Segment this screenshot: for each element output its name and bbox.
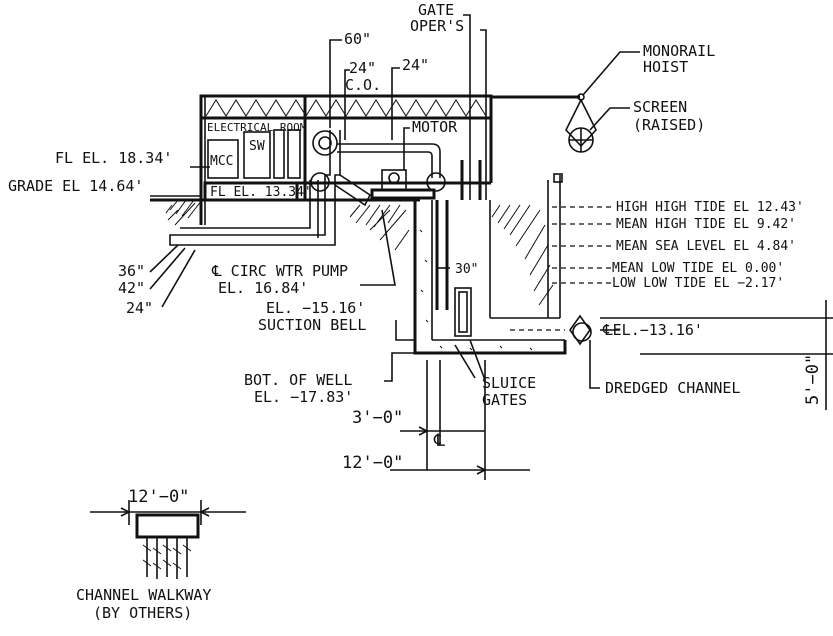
truss-web (205, 99, 487, 117)
label-fl-el-inner: FL EL. 13.34' (210, 185, 312, 200)
label-60: 60" (344, 30, 371, 48)
leader-60 (329, 39, 342, 128)
panel-a (273, 129, 285, 179)
label-electrical-room: ELECTRICAL ROOM (207, 121, 307, 134)
elbow-fitting (310, 172, 330, 192)
label-dim-5: 5'−0" (803, 354, 823, 405)
label-grade-el: GRADE EL 14.64' (8, 177, 143, 195)
screen-hoist (565, 93, 597, 346)
walkway-piles (146, 537, 188, 579)
label-dredged: DREDGED CHANNEL (605, 379, 740, 397)
leader-circ-pump (360, 209, 396, 286)
tide-label-msl: MEAN SEA LEVEL EL 4.84' (616, 239, 796, 254)
pump-motor-assembly (370, 160, 482, 200)
leader-screen (589, 107, 630, 131)
label-screen-1: SCREEN (633, 98, 687, 116)
pipe-section-60-inner (318, 136, 332, 150)
label-24-b: 24" (402, 56, 429, 74)
leader-monorail (582, 51, 640, 96)
label-circ-pump-2: EL. 16.84' (218, 279, 308, 297)
angled-pipe (334, 174, 372, 207)
leader-24-co (344, 69, 350, 140)
label-walkway-2: (BY OTHERS) (93, 604, 192, 622)
label-centerline: ℄ (433, 431, 445, 451)
label-co: C.O. (345, 76, 381, 94)
label-pipe-42: 42" (118, 279, 145, 297)
leader-suction (395, 320, 415, 341)
label-sluice-1: SLUICE (482, 374, 536, 392)
leader-24 (391, 67, 400, 140)
motor-shaft-cap (388, 172, 400, 184)
label-sluice-2: GATES (482, 391, 527, 409)
label-angle-30: 30" (455, 262, 478, 277)
label-monorail-2: HOIST (643, 58, 688, 76)
dimension-lines (149, 14, 833, 480)
pipe-section-60 (312, 130, 338, 156)
label-suction-2: SUCTION BELL (258, 316, 366, 334)
annotation-text: GATE OPER'S MONORAIL HOIST SCREEN (RAISE… (8, 1, 823, 622)
label-gate-oper-2: OPER'S (410, 17, 464, 35)
label-dim-3: 3'−0" (352, 408, 403, 428)
label-circ-pump-1: ℄ CIRC WTR PUMP (211, 262, 348, 280)
leader-sluice (454, 339, 486, 381)
label-pipe-24: 24" (126, 299, 153, 317)
pile-hatch (142, 544, 192, 570)
left-pipe-run (180, 180, 319, 238)
label-walkway-dim: 12'−0" (128, 487, 189, 507)
sluice-gate-b (458, 291, 468, 333)
lower-screen-drum (572, 322, 592, 342)
earth-hatch-mid (349, 204, 410, 251)
switchgear (243, 131, 271, 179)
mcc-panel (207, 139, 239, 179)
leader-dredged (589, 340, 600, 389)
walkway-arrows (120, 507, 210, 517)
label-dim-12: 12'−0" (342, 453, 403, 473)
leader-pipes (149, 244, 196, 308)
leader-gate-oper (463, 14, 487, 200)
channel-walkway-detail (90, 500, 246, 579)
sluice-gate-a (454, 287, 472, 337)
earth-hatch-left (165, 199, 203, 226)
walkway-deck (135, 513, 200, 539)
tide-label-hhw: HIGH HIGH TIDE EL 12.43' (616, 200, 804, 215)
tide-label-llw: LOW LOW TIDE EL −2.17' (612, 276, 784, 291)
label-suction-1: EL. −15.16' (266, 299, 365, 317)
label-bot-well-2: EL. −17.83' (254, 388, 353, 406)
panel-b (287, 129, 301, 179)
valve-wheel (426, 172, 446, 192)
piping (169, 130, 441, 246)
wet-well (413, 173, 567, 355)
tide-level-labels: HIGH HIGH TIDE EL 12.43' MEAN HIGH TIDE … (612, 200, 804, 291)
concrete-stipple (419, 229, 533, 351)
label-cel-1316: ℄EL.−13.16' (602, 321, 703, 339)
label-monorail-1: MONORAIL (643, 42, 715, 60)
well-outline (413, 200, 567, 355)
tide-label-mhw: MEAN HIGH TIDE EL 9.42' (616, 217, 796, 232)
label-gate-oper-1: GATE (418, 1, 454, 19)
wall-cap (553, 173, 563, 183)
label-mcc: MCC (210, 154, 233, 169)
co-pipe-24 (337, 143, 441, 178)
label-motor: MOTOR (412, 118, 458, 136)
label-screen-2: (RAISED) (633, 116, 705, 134)
leader-bot-well (384, 352, 415, 382)
grade-hatching (150, 195, 554, 306)
roof-truss (199, 94, 493, 120)
earth-hatch-right (491, 204, 554, 306)
tide-label-mlw: MEAN LOW TIDE EL 0.00' (612, 261, 784, 276)
label-fl-el-outer: FL EL. 18.34' (55, 149, 172, 167)
label-pipe-36: 36" (118, 262, 145, 280)
label-walkway-1: CHANNEL WALKWAY (76, 586, 211, 604)
label-bot-well-1: BOT. OF WELL (244, 371, 352, 389)
label-24-a: 24" (349, 59, 376, 77)
dim-arrows (418, 426, 486, 475)
motor-base (370, 188, 436, 200)
label-sw: SW (249, 139, 265, 154)
leader-motor (403, 127, 410, 170)
discharge-pipe-60 (169, 130, 341, 246)
